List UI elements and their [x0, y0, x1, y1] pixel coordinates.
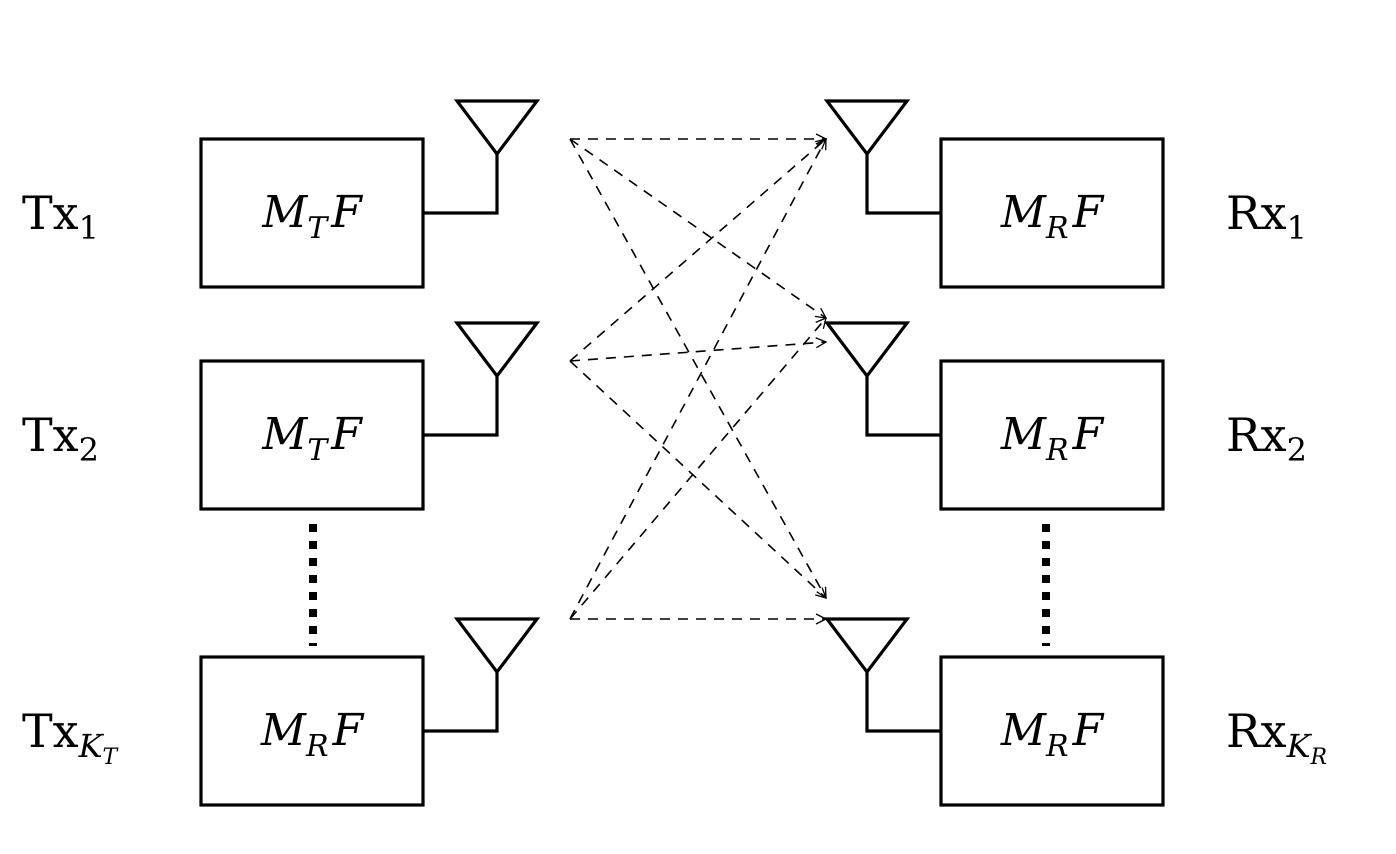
- tx-block-label-1: MTF: [261, 187, 363, 246]
- rx-antenna-icon-3: [823, 617, 911, 675]
- tx-antenna-icon-3: [453, 617, 541, 675]
- tx-block-label-3: MRF: [260, 705, 365, 764]
- tx-unit-3: MRF TxKT: [22, 617, 541, 807]
- tx-label-3: TxKT: [22, 704, 120, 770]
- channel-link-1-3: [569, 138, 826, 598]
- tx-unit-2: MTF Tx2: [22, 321, 541, 511]
- rx-antenna-feed-3: [865, 672, 941, 733]
- rx-unit-3: MRF RxKR: [823, 617, 1327, 807]
- rx-unit-2: MRF Rx2: [823, 321, 1307, 511]
- tx-block-label-2: MTF: [261, 409, 363, 468]
- rx-antenna-icon-2: [823, 321, 911, 379]
- tx-antenna-feed-3: [423, 672, 499, 733]
- tx-block-1: [199, 137, 425, 289]
- rx-block-label-1: MRF: [1000, 187, 1105, 246]
- tx-block-3: [199, 655, 425, 807]
- channel-link-2-3: [569, 360, 826, 598]
- tx-antenna-feed-1: [423, 154, 499, 215]
- tx-antenna-icon-2: [453, 321, 541, 379]
- rx-antenna-icon-1: [823, 99, 911, 157]
- rx-block-1: [939, 137, 1165, 289]
- tx-label-1: Tx1: [22, 186, 99, 247]
- channel-links: [569, 138, 827, 620]
- rx-antenna-feed-2: [865, 376, 941, 437]
- rx-block-label-3: MRF: [1000, 705, 1105, 764]
- channel-link-3-1: [569, 139, 827, 620]
- rx-antenna-feed-1: [865, 154, 941, 215]
- rx-label-1: Rx1: [1226, 186, 1307, 247]
- rx-block-label-2: MRF: [1000, 409, 1105, 468]
- rx-label-2: Rx2: [1226, 408, 1307, 469]
- rx-block-2: [939, 359, 1165, 511]
- tx-antenna-feed-2: [423, 376, 499, 437]
- rx-unit-1: MRF Rx1: [823, 99, 1307, 289]
- channel-link-1-2: [569, 138, 826, 318]
- rx-block-3: [939, 655, 1165, 807]
- tx-block-2: [199, 359, 425, 511]
- channel-link-2-1: [569, 139, 826, 362]
- tx-unit-1: MTF Tx1: [22, 99, 541, 289]
- tx-antenna-icon-1: [453, 99, 541, 157]
- tx-label-2: Tx2: [22, 408, 99, 469]
- channel-link-2-2: [569, 342, 826, 362]
- channel-link-3-2: [569, 318, 826, 620]
- rx-label-3: RxKR: [1226, 704, 1327, 770]
